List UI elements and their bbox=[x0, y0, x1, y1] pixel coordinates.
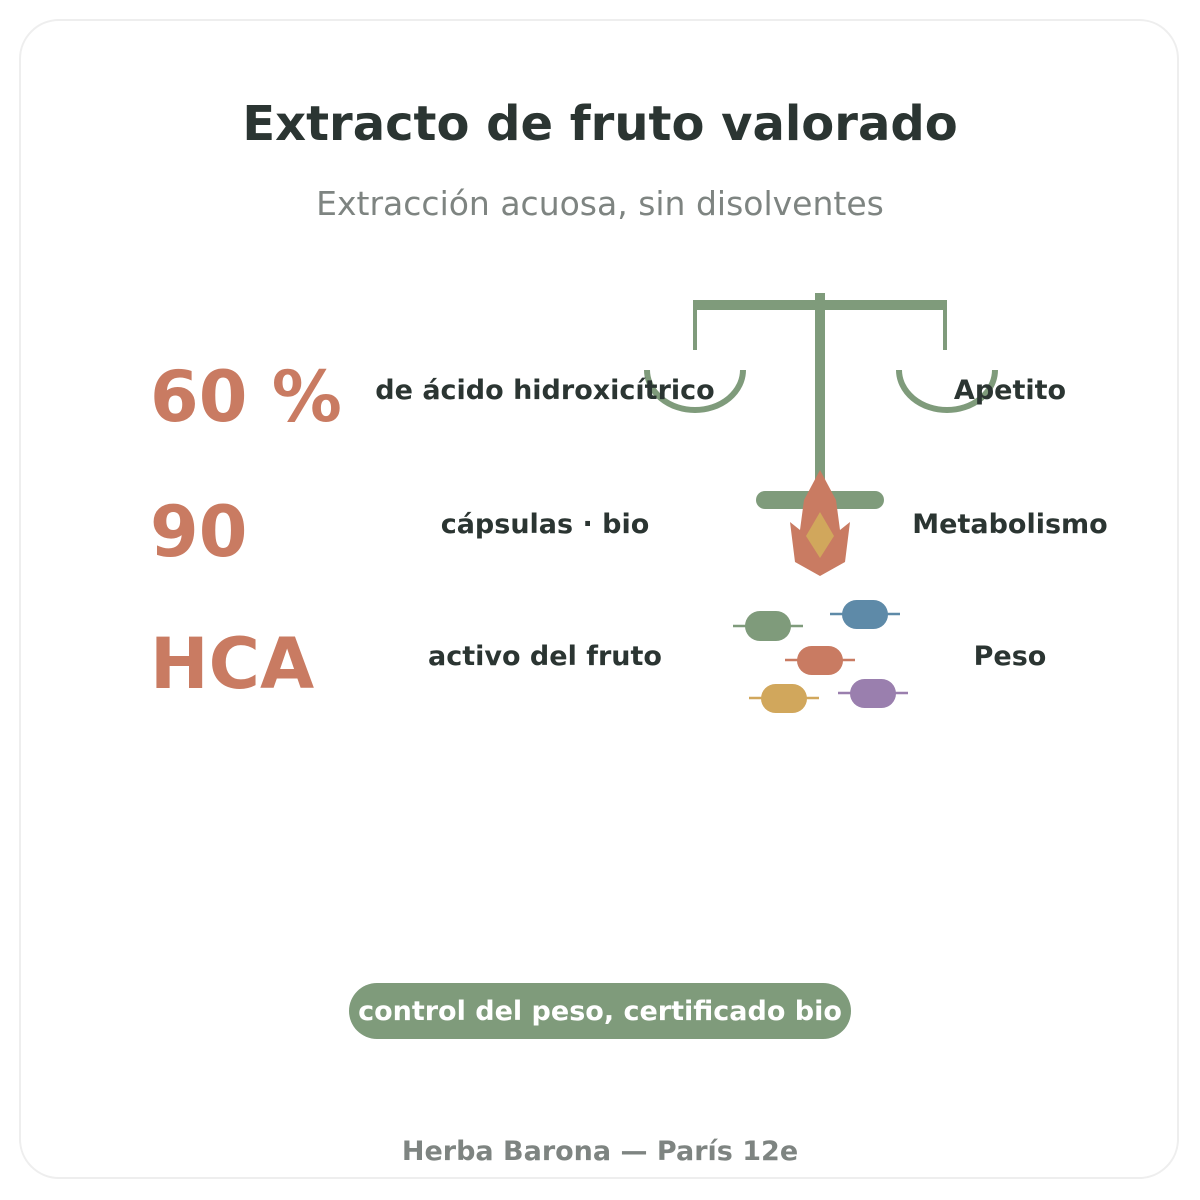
page-subtitle: Extracción acuosa, sin disolventes bbox=[316, 184, 884, 223]
certification-badge: control del peso, certificado bio bbox=[349, 983, 851, 1039]
stat-label-hca: activo del fruto bbox=[428, 641, 662, 672]
stat-value-hca: HCA bbox=[150, 623, 315, 705]
page-title: Extracto de fruto valorado bbox=[242, 96, 958, 152]
footer-brand: Herba Barona — París 12e bbox=[401, 1136, 799, 1167]
stat-value-capsules: 90 bbox=[150, 491, 248, 573]
effect-weight: Peso bbox=[973, 641, 1047, 672]
flame-icon bbox=[790, 470, 850, 576]
stat-value-acid: 60 % bbox=[150, 356, 342, 438]
effect-appetite: Apetito bbox=[953, 375, 1067, 406]
stat-label-acid: de ácido hidroxicítrico bbox=[375, 375, 715, 406]
molecule-icon bbox=[733, 600, 908, 713]
stat-label-capsules: cápsulas · bio bbox=[440, 509, 650, 540]
effect-metabolism: Metabolismo bbox=[912, 509, 1108, 540]
